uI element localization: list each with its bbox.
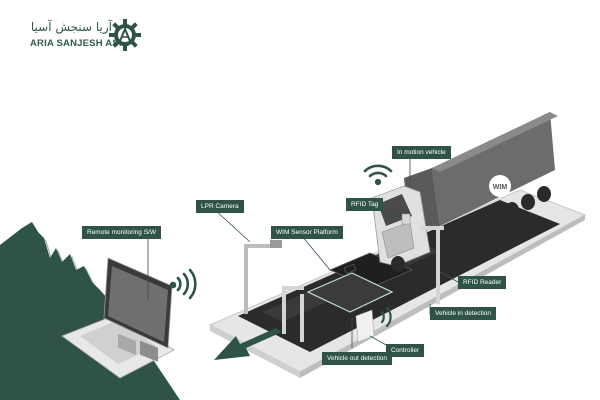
wifi-signal-icon: [169, 268, 197, 300]
gantry-pole: [282, 286, 286, 334]
rfid-tag-device: [401, 213, 411, 225]
laptop-screen-panel: [118, 333, 136, 355]
laptop-screen-panel: [140, 340, 158, 362]
camera-icon: [270, 240, 282, 248]
truck-trailer-side: [432, 112, 555, 226]
gantry-arm: [282, 286, 304, 290]
gantry-pole: [300, 294, 304, 342]
label-controller: Controller: [386, 344, 425, 357]
label-vehicle-out-detection: Vehicle out detection: [322, 352, 392, 365]
callout-line: [439, 271, 459, 283]
rfid-reader-arm: [420, 226, 444, 230]
svg-text:WIM: WIM: [493, 184, 508, 191]
truck-logo-icon: [489, 175, 511, 197]
wim-sensor-platform: [306, 272, 394, 313]
callout-line: [214, 209, 251, 243]
controller-cabinet: [355, 309, 375, 343]
truck-trailer-top: [432, 112, 558, 172]
truck-wheel: [391, 256, 405, 272]
truck-wheel: [537, 186, 551, 202]
wifi-signal-icon: [363, 164, 393, 186]
brand-name-en: ARIA SANJESH ASIA: [30, 38, 129, 49]
lpr-camera-pole: [244, 244, 248, 314]
laptop-screen-content: [108, 266, 168, 342]
label-in-motion-vehicle: In motion vehicle: [392, 146, 451, 159]
brand-name-fa: آریا سنجش آسیا: [30, 20, 112, 34]
label-wim-sensor-platform: WIM Sensor Platform: [271, 226, 343, 239]
gear-icon: [109, 19, 141, 51]
brand-logo: آریا سنجش آسیا ARIA SANJESH ASIA: [24, 18, 144, 58]
callout-line: [301, 235, 331, 271]
truck-wheel: [443, 232, 457, 248]
rfid-reader-pole: [436, 230, 440, 304]
truck-wheel: [521, 194, 535, 210]
label-lpr-camera: LPR Camera: [196, 200, 244, 213]
truck-wheel: [505, 202, 519, 218]
label-remote-monitoring: Remote monitoring S/W: [82, 226, 161, 239]
label-rfid-reader: RFID Reader: [458, 276, 507, 289]
platform-side: [210, 325, 300, 378]
road-band: [238, 200, 560, 352]
label-vehicle-in-detection: Vehicle in detection: [430, 307, 497, 320]
wim-sensor-mark: [343, 263, 357, 275]
truck-grille: [381, 221, 415, 259]
label-rfid-tag: RFID Tag: [346, 198, 384, 211]
callout-line: [369, 335, 389, 347]
wifi-signal-icon: [380, 306, 392, 328]
arrow-left-icon: [214, 328, 282, 360]
lpr-camera-arm: [244, 244, 280, 248]
green-hill-outline: [0, 224, 95, 286]
